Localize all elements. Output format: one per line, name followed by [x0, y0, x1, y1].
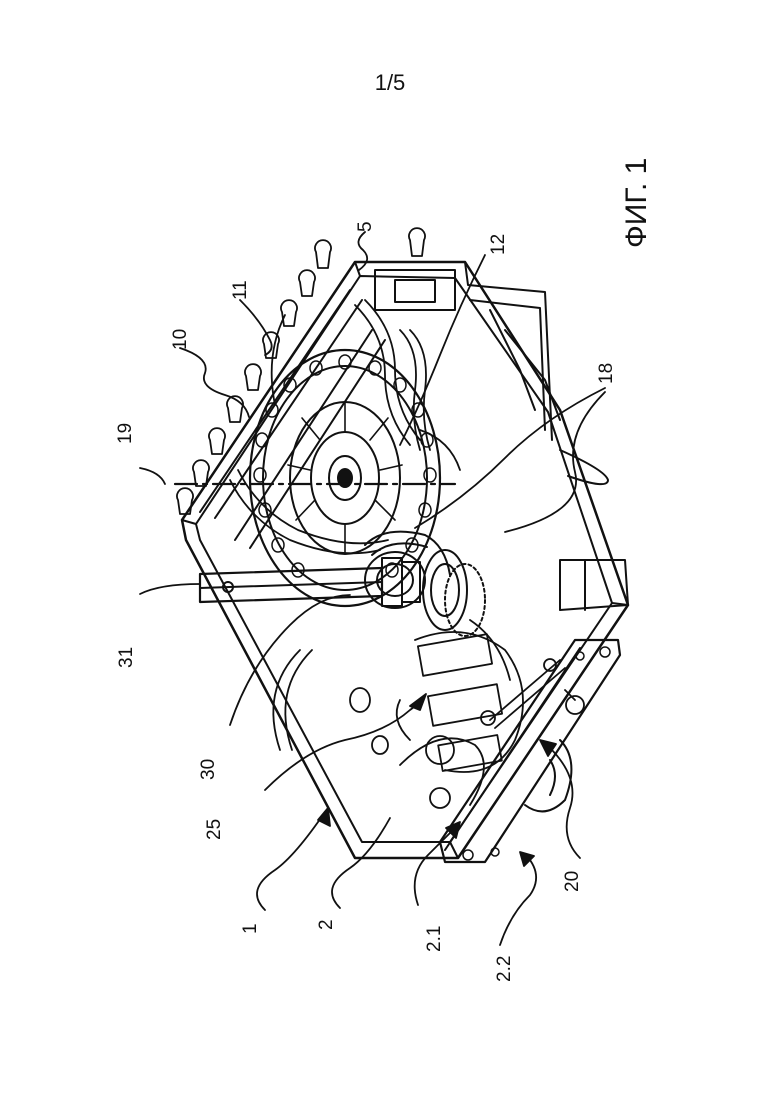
label-18: 18	[596, 363, 618, 384]
label-5: 5	[355, 221, 377, 232]
sprocket-wheel	[250, 350, 440, 606]
label-2: 2	[316, 919, 338, 930]
label-10: 10	[170, 329, 192, 350]
label-12: 12	[488, 234, 510, 255]
label-2-1: 2.1	[424, 926, 446, 952]
label-30: 30	[198, 759, 220, 780]
label-19: 19	[115, 423, 137, 444]
label-11: 11	[230, 280, 252, 300]
label-31: 31	[116, 647, 138, 668]
figure-caption: ФИГ. 1	[620, 158, 654, 248]
label-1: 1	[240, 923, 262, 934]
linkage-mechanism	[350, 620, 584, 808]
label-2-2: 2.2	[494, 956, 516, 982]
label-20: 20	[562, 871, 584, 892]
label-25: 25	[204, 819, 226, 840]
